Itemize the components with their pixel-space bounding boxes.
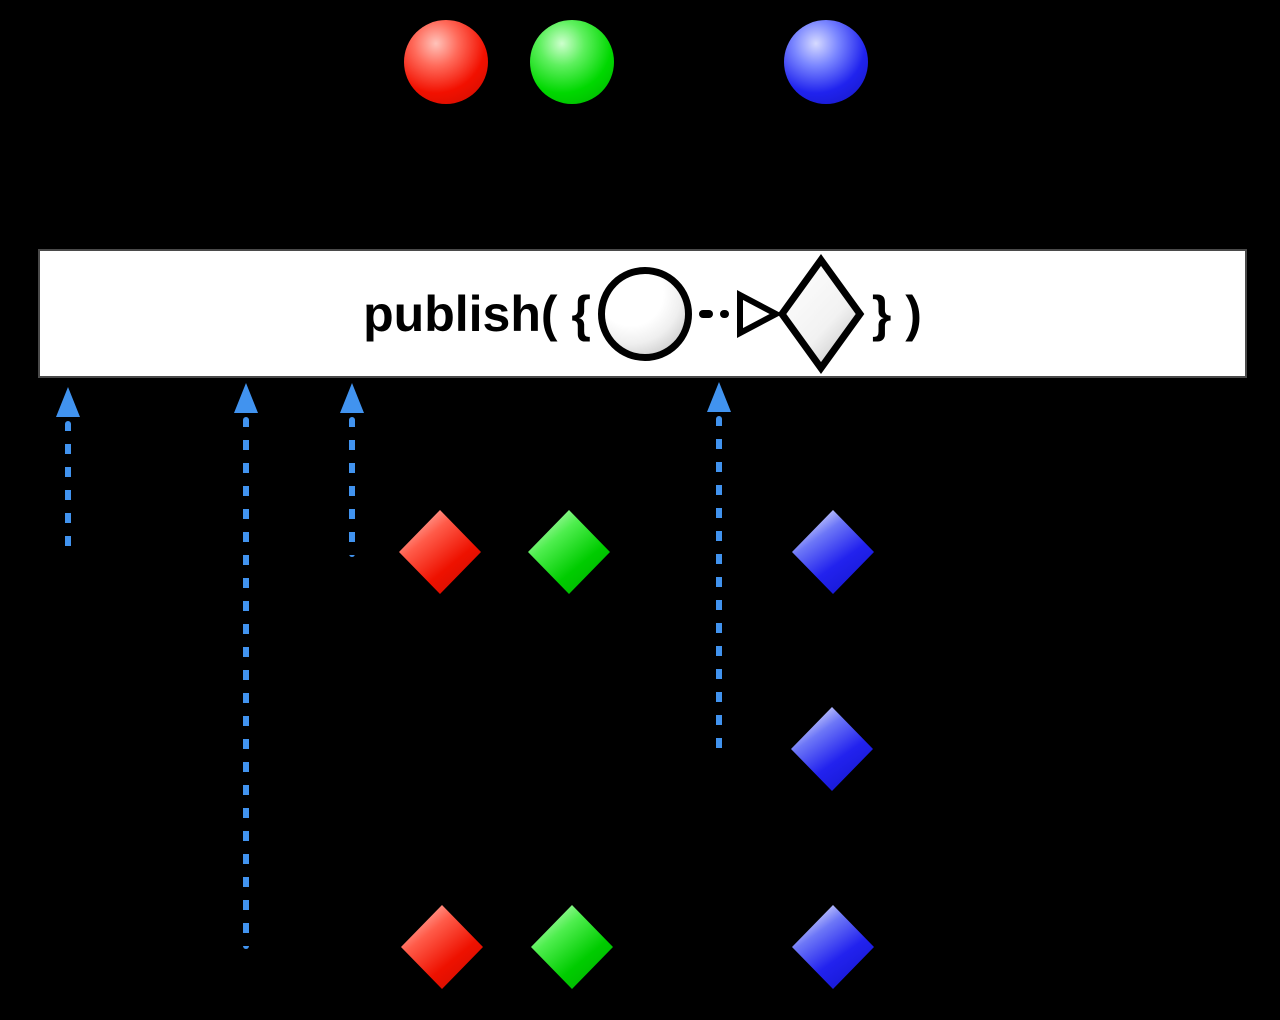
subscribe-arrowhead-1 [56, 387, 80, 417]
subscribe-arrowhead-4 [707, 382, 731, 412]
green-diamond-marble [528, 510, 610, 594]
blue-diamond-marble [792, 905, 874, 989]
subscribe-arrow-tail-3 [349, 417, 355, 557]
blue-circle-marble [784, 20, 868, 104]
circle-marble-icon [597, 266, 692, 361]
dash-icon [698, 309, 713, 318]
red-diamond-marble [401, 905, 483, 989]
subscribe-arrowhead-2 [234, 383, 258, 413]
red-diamond-marble [399, 510, 481, 594]
red-circle-marble [404, 20, 488, 104]
subscribe-arrowhead-3 [340, 383, 364, 413]
subscribe-arrow-tail-1 [65, 421, 71, 555]
dot-icon [719, 309, 729, 318]
subscribe-arrow-tail-4 [716, 416, 722, 753]
subscribe-arrow-tail-2 [243, 417, 249, 949]
green-diamond-marble [531, 905, 613, 989]
arrowhead-icon [736, 289, 783, 338]
operator-label-prefix: publish( { [363, 285, 591, 342]
green-circle-marble [530, 20, 614, 104]
blue-diamond-marble [792, 510, 874, 594]
diamond-marble-icon [777, 253, 865, 374]
publish-operator-box: publish( { } ) [38, 249, 1247, 378]
operator-label-suffix: } ) [871, 285, 922, 342]
blue-diamond-marble [791, 707, 873, 791]
